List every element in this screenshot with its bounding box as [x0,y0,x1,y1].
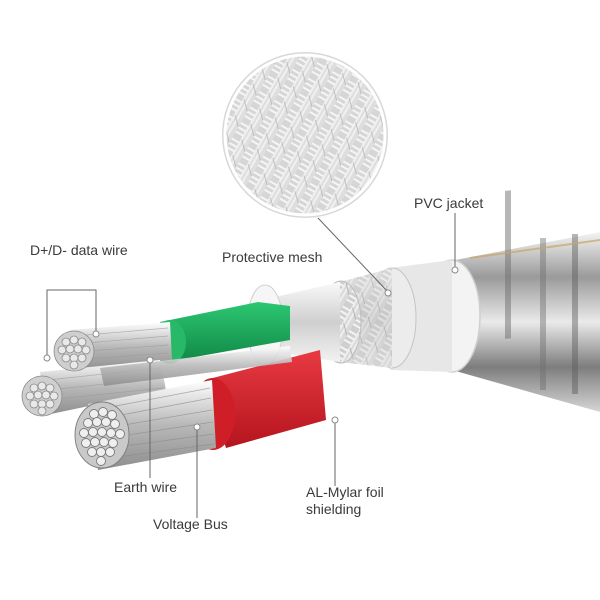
pvc-jacket-label: PVC jacket [414,195,484,211]
voltage-bus-end [74,401,130,469]
protective-mesh-label: Protective mesh [222,249,323,265]
data-wire-end-2 [21,375,63,417]
earth-wire [100,346,292,386]
data-wire-bracket [46,289,97,357]
data-wire-end-1 [53,330,95,372]
voltage-bus-label: Voltage Bus [153,516,228,532]
earth-wire-label: Earth wire [114,479,178,495]
mesh-leader [317,217,389,293]
leader-dots [43,266,459,431]
mesh-magnifier [222,52,388,218]
data-wire-label: D+/D- data wire [30,242,128,258]
leader-lines [46,213,456,518]
metal-connector [445,190,600,412]
al-mylar-label-line1: AL-Mylar foil [306,484,384,500]
al-mylar-label-line2: shielding [306,501,362,517]
